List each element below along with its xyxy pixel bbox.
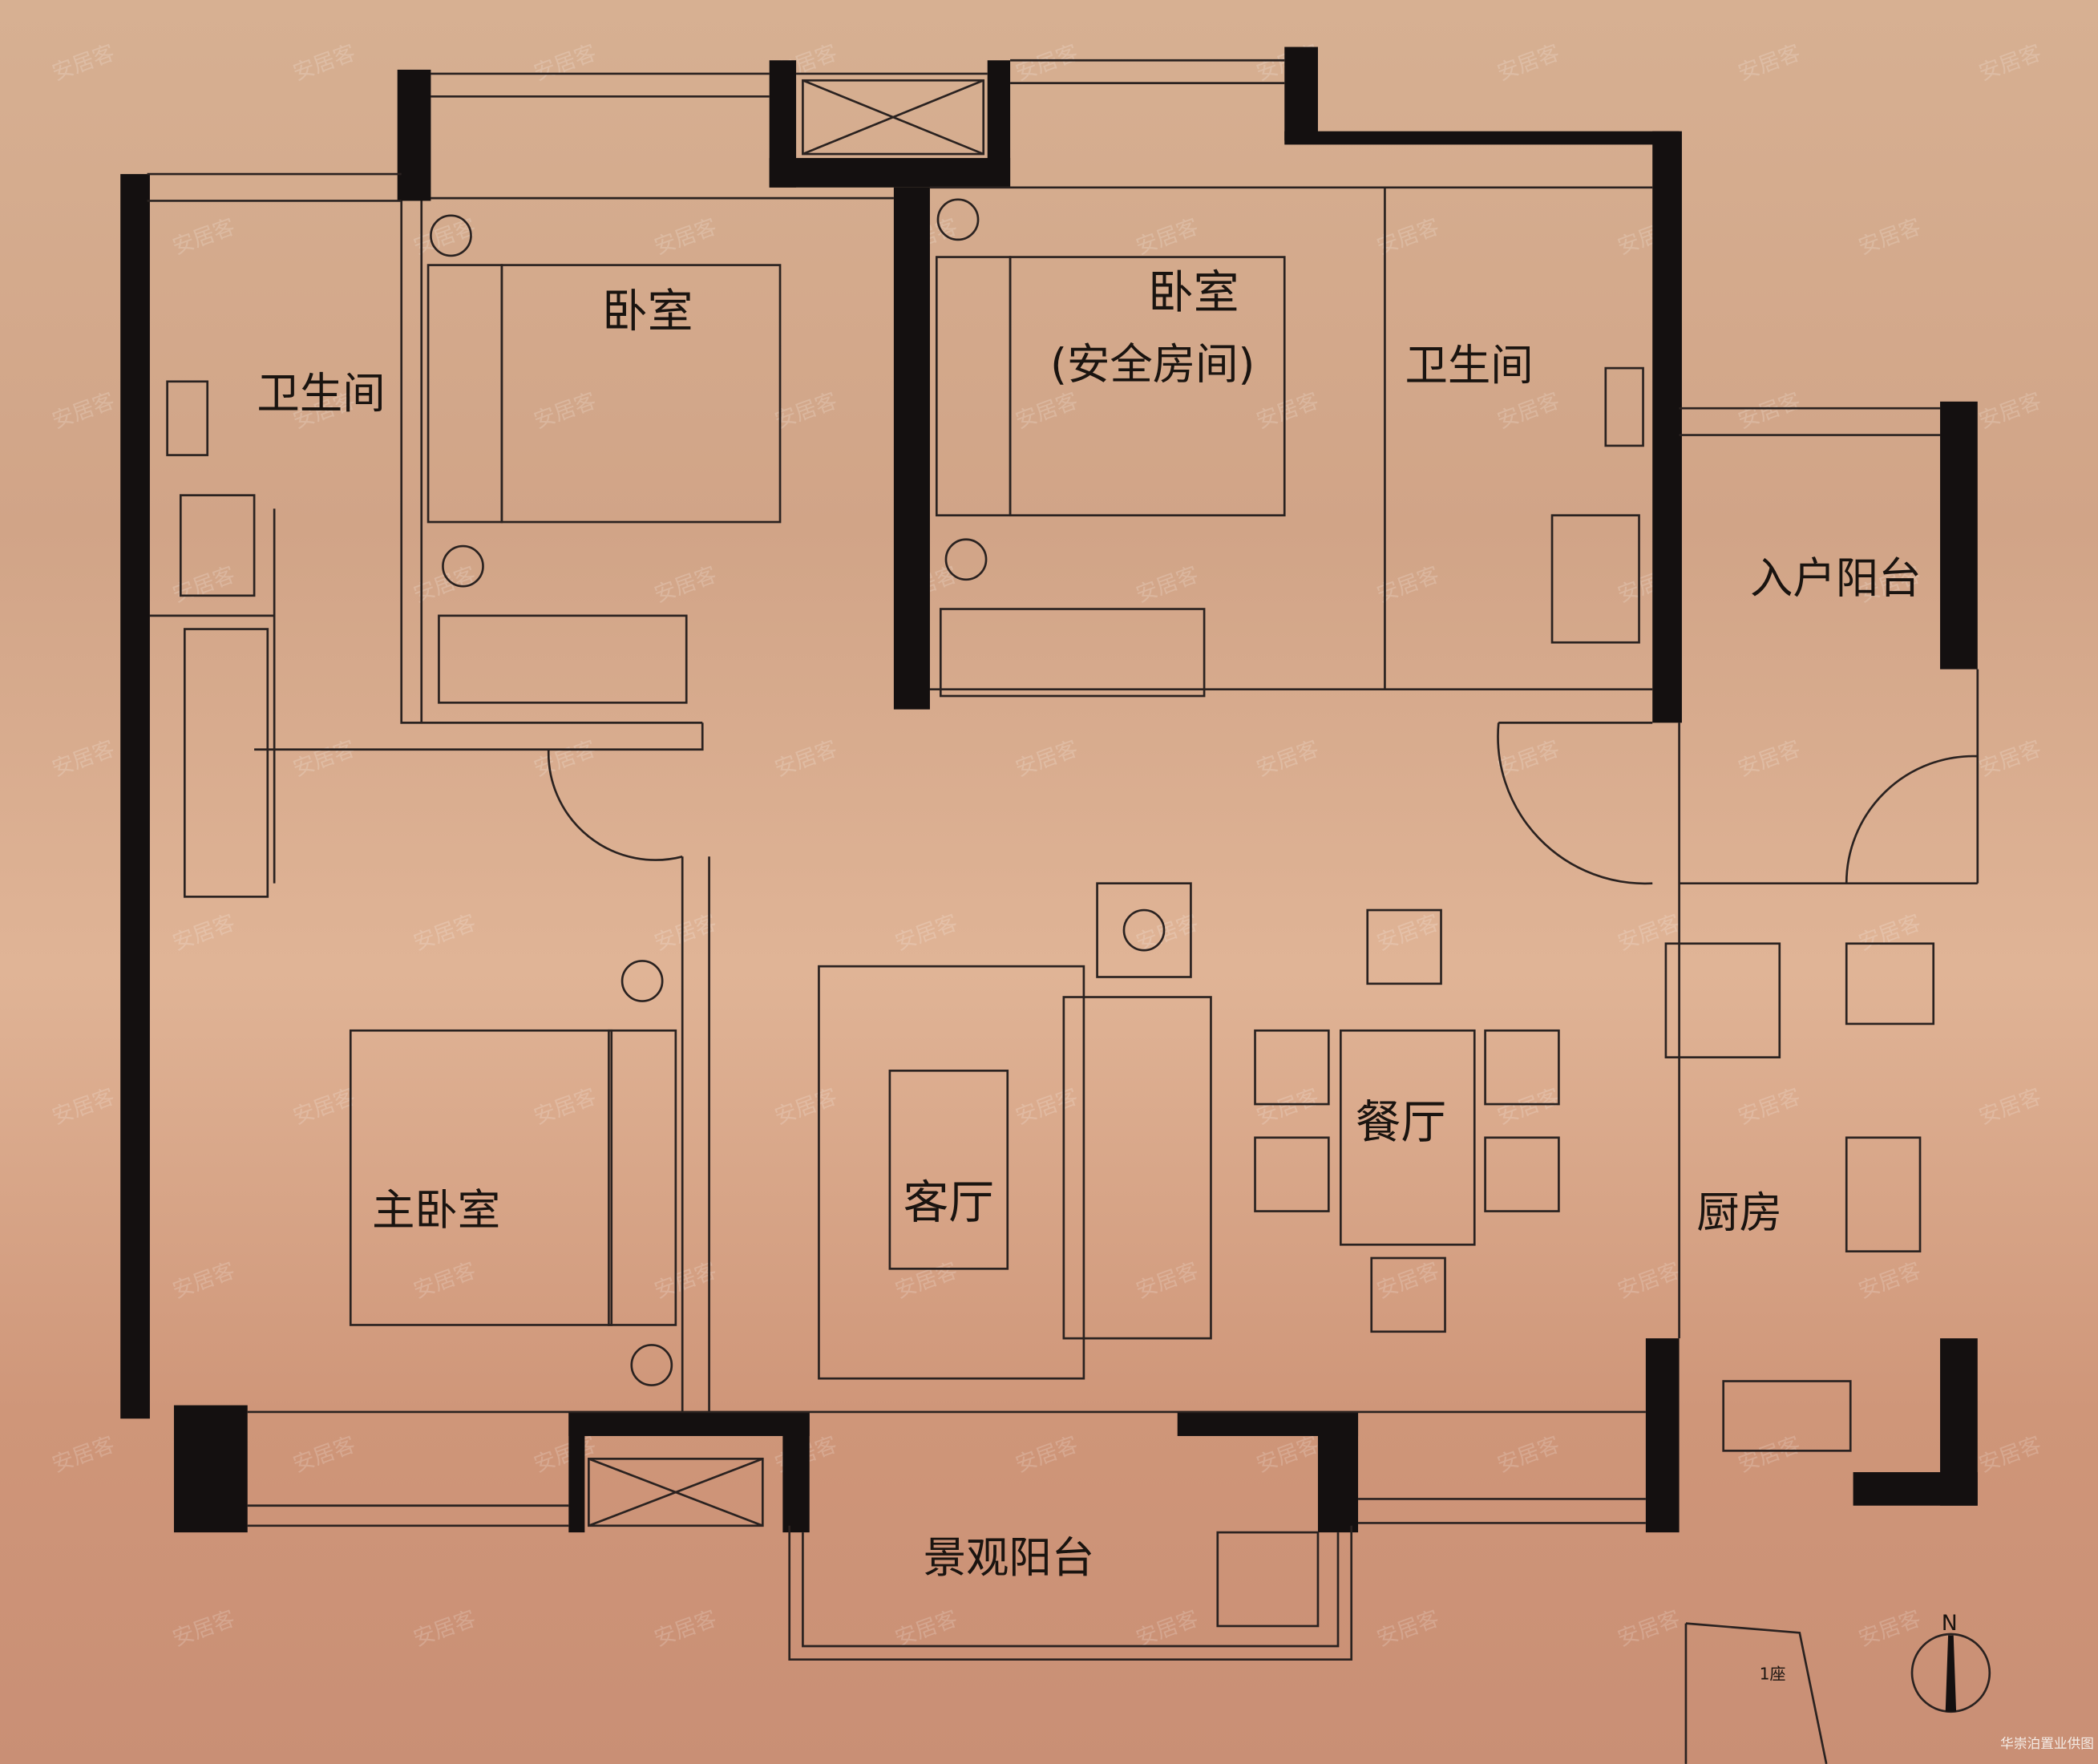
- watermark: 安居客: [1373, 1258, 1442, 1304]
- watermark: 安居客: [1494, 1432, 1563, 1478]
- watermark: 安居客: [651, 214, 720, 260]
- watermark: 安居客: [1013, 736, 1081, 782]
- watermark: 安居客: [290, 1084, 359, 1130]
- watermark: 安居客: [1855, 910, 1924, 956]
- watermark: 安居客: [892, 910, 961, 956]
- watermark: 安居客: [1494, 736, 1563, 782]
- watermarks: 安居客安居客安居客安居客安居客安居客安居客安居客安居客安居客安居客安居客安居客安…: [49, 40, 2044, 1651]
- watermark: 安居客: [1855, 1258, 1924, 1304]
- label-living-room: 客厅: [903, 1176, 994, 1229]
- watermark: 安居客: [169, 1258, 238, 1304]
- watermark: 安居客: [1975, 736, 2044, 782]
- watermark: 安居客: [1975, 1084, 2044, 1130]
- watermark: 安居客: [771, 1084, 840, 1130]
- watermark: 安居客: [169, 910, 238, 956]
- image-credit: 华崇泊置业供图: [2000, 1736, 2094, 1751]
- watermark: 安居客: [531, 736, 600, 782]
- watermark: 安居客: [1013, 1432, 1081, 1478]
- north-label: N: [1942, 1611, 1958, 1636]
- watermark: 安居客: [1855, 214, 1924, 260]
- watermark: 安居客: [169, 214, 238, 260]
- watermark: 安居客: [892, 1606, 961, 1652]
- watermark: 安居客: [771, 388, 840, 434]
- watermark: 安居客: [1013, 388, 1081, 434]
- watermark: 安居客: [1975, 40, 2044, 86]
- watermark: 安居客: [49, 736, 118, 782]
- watermark: 安居客: [49, 1432, 118, 1478]
- watermark: 安居客: [49, 1084, 118, 1130]
- watermark: 安居客: [1855, 1606, 1924, 1652]
- walls: [120, 47, 1978, 1533]
- watermark: 安居客: [1133, 1606, 1202, 1652]
- watermark: 安居客: [531, 1084, 600, 1130]
- watermark: 安居客: [1494, 40, 1563, 86]
- watermark: 安居客: [1253, 736, 1322, 782]
- watermark: 安居客: [771, 736, 840, 782]
- watermark: 安居客: [1735, 1432, 1804, 1478]
- watermark: 安居客: [290, 40, 359, 86]
- label-view-balcony: 景观阳台: [924, 1532, 1095, 1583]
- watermark: 安居客: [410, 1258, 479, 1304]
- watermark: 安居客: [1615, 1606, 1684, 1652]
- watermark: 安居客: [1133, 214, 1202, 260]
- watermark: 安居客: [1494, 388, 1563, 434]
- label-bedroom-1: 卧室: [602, 285, 693, 338]
- label-bathroom-2: 卫生间: [1405, 340, 1533, 390]
- watermark: 安居客: [1133, 1258, 1202, 1304]
- watermark: 安居客: [1975, 1432, 2044, 1478]
- label-bedroom-2: 卧室: [1148, 266, 1239, 319]
- site-plan-label: 1座: [1760, 1665, 1786, 1684]
- watermark: 安居客: [1975, 388, 2044, 434]
- label-dining-room: 餐厅: [1356, 1096, 1446, 1149]
- watermark: 安居客: [651, 562, 720, 608]
- watermark: 安居客: [1373, 910, 1442, 956]
- label-kitchen: 厨房: [1696, 1187, 1782, 1238]
- label-entry-balcony: 入户阳台: [1750, 552, 1922, 603]
- watermark: 安居客: [410, 910, 479, 956]
- room-labels: 卧室 卧室 (安全房间) 卫生间 卫生间 入户阳台 主卧室 客厅 餐厅 厨房 景…: [257, 266, 2094, 1751]
- watermark: 安居客: [531, 388, 600, 434]
- label-bedroom-2-note: (安全房间): [1050, 338, 1255, 389]
- label-master-bedroom: 主卧室: [372, 1184, 500, 1235]
- watermark: 安居客: [531, 40, 600, 86]
- watermark: 安居客: [1253, 388, 1322, 434]
- watermark: 安居客: [1735, 388, 1804, 434]
- watermark: 安居客: [49, 40, 118, 86]
- watermark: 安居客: [1735, 40, 1804, 86]
- watermark: 安居客: [290, 736, 359, 782]
- watermark: 安居客: [1735, 736, 1804, 782]
- watermark: 安居客: [1013, 1084, 1081, 1130]
- watermark: 安居客: [49, 388, 118, 434]
- watermark: 安居客: [1253, 1084, 1322, 1130]
- watermark: 安居客: [290, 1432, 359, 1478]
- watermark: 安居客: [1615, 1258, 1684, 1304]
- watermark: 安居客: [892, 1258, 961, 1304]
- watermark: 安居客: [1615, 910, 1684, 956]
- watermark: 安居客: [1735, 1084, 1804, 1130]
- watermark: 安居客: [651, 1606, 720, 1652]
- watermark: 安居客: [410, 1606, 479, 1652]
- watermark: 安居客: [1494, 1084, 1563, 1130]
- watermark: 安居客: [1013, 40, 1081, 86]
- watermark: 安居客: [1373, 1606, 1442, 1652]
- label-bathroom-1: 卫生间: [257, 368, 385, 419]
- watermark: 安居客: [1253, 1432, 1322, 1478]
- watermark: 安居客: [1133, 562, 1202, 608]
- watermark: 安居客: [169, 1606, 238, 1652]
- lines: [147, 59, 1991, 1764]
